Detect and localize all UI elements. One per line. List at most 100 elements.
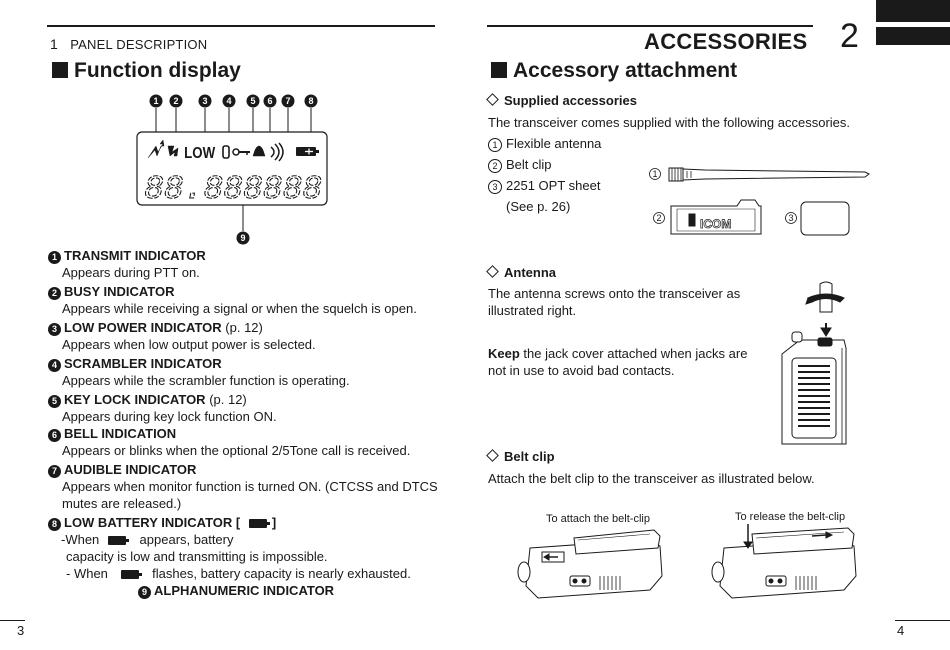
lcd-num-6: 6 xyxy=(267,96,272,106)
lcd-num-1: 1 xyxy=(153,96,158,106)
fig-label-1: 1 xyxy=(652,169,657,179)
diamond-icon xyxy=(486,93,499,106)
right-chapter-title: ACCESSORIES xyxy=(644,29,808,54)
left-bottom-rule xyxy=(0,620,25,621)
scrambler-icon xyxy=(222,145,230,159)
audible-icon xyxy=(270,142,284,162)
item-number-badge: 9 xyxy=(138,586,151,599)
left-chapter-header: 1 PANEL DESCRIPTION xyxy=(50,36,207,54)
low-battery-icon xyxy=(120,570,142,579)
item-title: LOW BATTERY INDICATOR [ xyxy=(64,515,241,530)
supplied-heading-text: Supplied accessories xyxy=(504,93,637,108)
item-desc: Appears during key lock function ON. xyxy=(62,409,277,424)
item-title: BUSY INDICATOR xyxy=(64,284,175,299)
lcd-num-5: 5 xyxy=(250,96,255,106)
diamond-icon xyxy=(486,265,499,278)
flexible-antenna-drawing xyxy=(668,167,870,182)
belt-clip-heading: Belt clip xyxy=(486,448,555,465)
item-desc: Appears while the scrambler function is … xyxy=(62,373,350,388)
key-lock-icon xyxy=(232,148,250,156)
supplied-see: (See p. 26) xyxy=(506,199,571,214)
lcd-icon-row: LOW xyxy=(147,139,319,162)
lcd-num-3: 3 xyxy=(202,96,207,106)
item-page-ref: (p. 12) xyxy=(205,392,247,407)
lcd-num-2: 2 xyxy=(173,96,178,106)
lcd-num-4: 4 xyxy=(226,96,231,106)
item8-when-1: -When xyxy=(61,532,100,547)
item-title: AUDIBLE INDICATOR xyxy=(64,462,197,477)
item-number-badge: 4 xyxy=(48,359,61,372)
item-desc: Appears during PTT on. xyxy=(62,265,200,280)
circled-number: 3 xyxy=(488,180,502,194)
lcd-low-text: LOW xyxy=(184,145,215,162)
accessory-attachment-title: Accessory attachment xyxy=(491,59,737,83)
item-number-badge: 5 xyxy=(48,395,61,408)
fig-label-2: 2 xyxy=(656,213,661,223)
item-desc: Appears while receiving a signal or when… xyxy=(62,301,417,316)
right-chapter-number: 2 xyxy=(840,17,859,55)
keep-rest: the jack cover attached when jacks are n… xyxy=(488,346,748,378)
antenna-heading-text: Antenna xyxy=(504,265,556,280)
item-title: LOW POWER INDICATOR xyxy=(64,320,222,335)
antenna-attachment-drawing xyxy=(781,281,847,445)
fig-label-3: 3 xyxy=(788,213,793,223)
section-square-icon xyxy=(52,62,68,78)
transmit-icon xyxy=(147,139,165,159)
antenna-keep-note: Keep the jack cover attached when jacks … xyxy=(488,345,750,379)
caption-attach: To attach the belt-clip xyxy=(546,513,650,525)
accessories-figure: 1 2 3 ICOM xyxy=(649,167,870,236)
supplied-intro: The transceiver comes supplied with the … xyxy=(488,115,851,130)
supplied-heading: Supplied accessories xyxy=(486,92,637,109)
supplied-item-1: 1 Flexible antenna xyxy=(488,135,601,152)
attach-belt-clip-drawing xyxy=(517,529,663,599)
lcd-num-8: 8 xyxy=(308,96,313,106)
section-square-icon xyxy=(491,62,507,78)
bell-icon xyxy=(252,145,266,157)
item-number-badge: 3 xyxy=(48,323,61,336)
low-battery-icon xyxy=(107,536,129,545)
item-desc: Appears when monitor function is turned … xyxy=(62,479,438,511)
lcd-diagram: 1 2 3 4 5 6 7 8 9 LOW 88.888888 xyxy=(136,94,328,245)
item-title: ALPHANUMERIC INDICATOR xyxy=(154,583,335,598)
item-title-end: ] xyxy=(271,515,277,530)
supplied-item-text: Flexible antenna xyxy=(506,136,602,151)
item-number-badge: 6 xyxy=(48,429,61,442)
section-title-text: Function display xyxy=(74,59,241,82)
item8-when-2: - When xyxy=(66,566,108,581)
item8-capacity-line: capacity is low and transmitting is impo… xyxy=(66,549,328,564)
low-battery-icon xyxy=(296,147,319,156)
circled-number: 1 xyxy=(488,138,502,152)
item-number-badge: 1 xyxy=(48,251,61,264)
item-desc: Appears or blinks when the optional 2/5T… xyxy=(62,443,411,458)
supplied-item-text: Belt clip xyxy=(506,157,552,172)
opt-sheet-drawing xyxy=(800,201,850,236)
item-page-ref: (p. 12) xyxy=(221,320,263,335)
item-number-badge: 7 xyxy=(48,465,61,478)
item8-flashes: flashes, battery capacity is nearly exha… xyxy=(152,566,411,581)
low-battery-icon xyxy=(248,519,270,528)
left-chapter-number: 1 xyxy=(50,36,58,52)
antenna-heading: Antenna xyxy=(486,264,556,281)
release-belt-clip-drawing xyxy=(711,524,857,599)
section-title-text: Accessory attachment xyxy=(513,59,738,82)
clip-logo: ICOM xyxy=(700,217,731,231)
right-top-rule xyxy=(487,25,813,27)
caption-release: To release the belt-clip xyxy=(735,511,846,523)
left-page-number: 3 xyxy=(17,623,25,638)
item-title: KEY LOCK INDICATOR xyxy=(64,392,206,407)
function-display-title: Function display xyxy=(52,59,241,83)
thumb-tab-2 xyxy=(876,27,950,45)
busy-icon xyxy=(167,145,179,157)
lcd-num-9: 9 xyxy=(240,233,245,243)
